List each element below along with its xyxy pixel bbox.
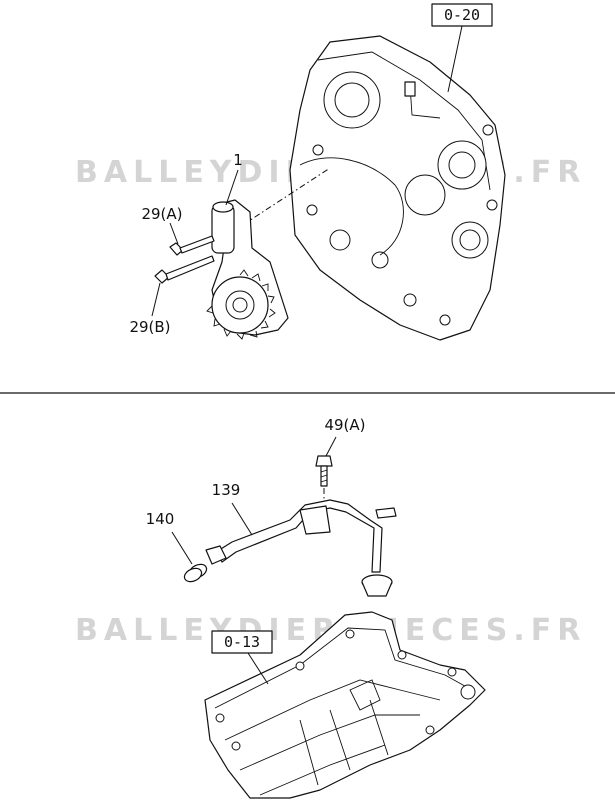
ref-front-cover: 0-20: [444, 6, 480, 24]
label-suction-pipe: 139: [212, 481, 241, 499]
bolt-29b: [154, 255, 215, 284]
label-o-ring: 140: [146, 510, 175, 528]
front-cover: [289, 35, 506, 341]
leader-suction-pipe: [231, 502, 253, 536]
ref-oil-pan: 0-13: [224, 633, 260, 651]
oil-pump: [206, 199, 289, 340]
leader-bolt-29a: [169, 222, 179, 245]
oil-pan: [204, 611, 486, 799]
alignment-line: [231, 167, 331, 233]
ref-box-oil-pan: [211, 630, 273, 654]
label-oil-pump: 1: [233, 151, 243, 169]
suction-pipe: [205, 499, 397, 597]
label-bolt-29b: 29(B): [129, 318, 170, 336]
label-bolt-29a: 29(A): [141, 205, 182, 223]
o-ring: [183, 563, 208, 583]
leader-front-cover: [447, 25, 463, 93]
leader-bolt-49a: [325, 436, 337, 457]
leader-oil-pan: [247, 652, 269, 685]
bolt-49a: [315, 455, 333, 487]
label-bolt-49a: 49(A): [324, 416, 365, 434]
leader-oil-pump: [225, 169, 239, 206]
leader-bolt-29b: [151, 282, 161, 317]
leader-o-ring: [171, 531, 193, 565]
bolt-29a: [169, 235, 215, 256]
